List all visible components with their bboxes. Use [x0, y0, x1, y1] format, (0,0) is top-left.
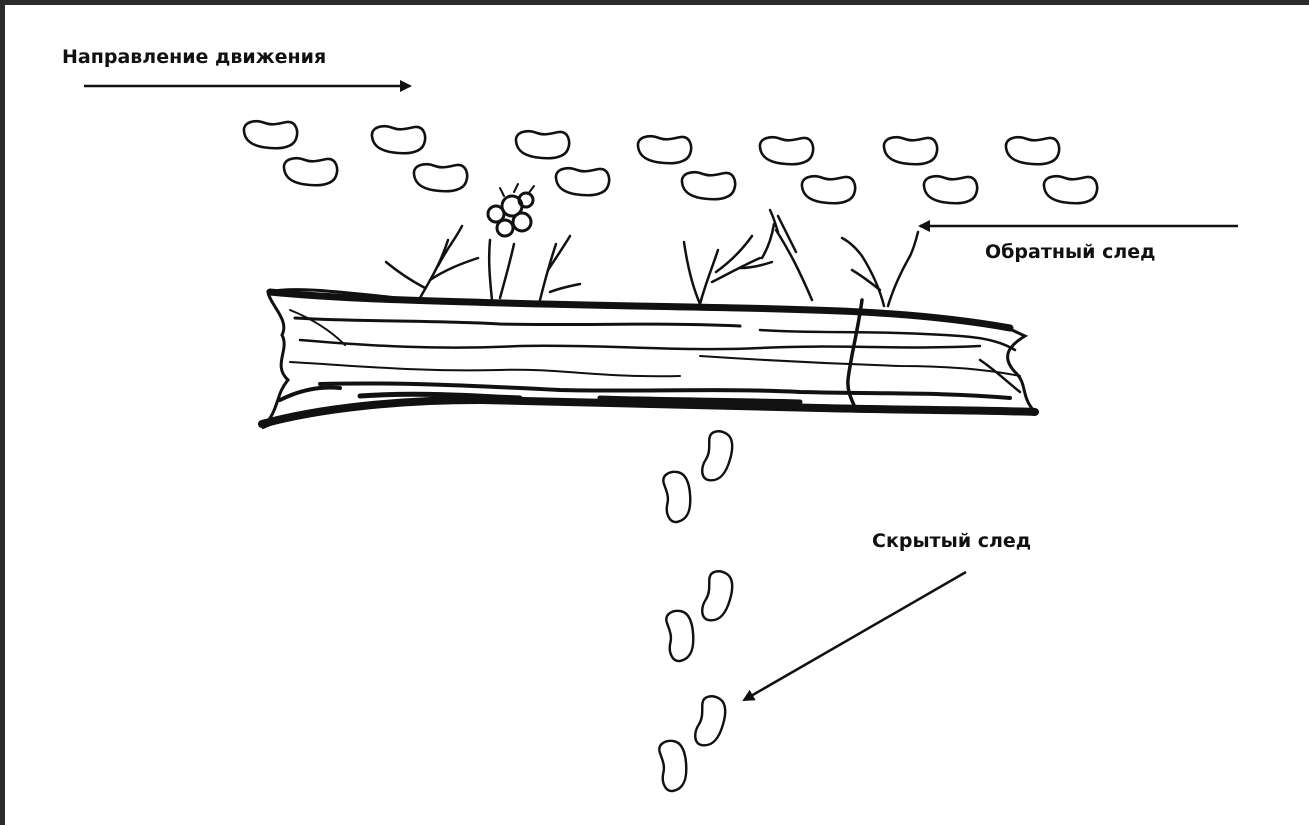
footprint-icon [802, 176, 855, 203]
footprint-icon [682, 172, 735, 199]
footprint-icon [516, 131, 569, 158]
footprint-icon [638, 136, 691, 163]
footprint-icon [662, 470, 694, 523]
footprint-icon [700, 569, 735, 623]
footprint-icon [556, 168, 609, 195]
footprint-icon [372, 126, 425, 153]
footprint-icon [700, 429, 735, 483]
footprint-icon [284, 158, 337, 185]
hidden-footprints [658, 429, 736, 792]
footprint-icon [665, 609, 697, 662]
footprint-icon [414, 164, 467, 191]
footprint-icon [244, 121, 297, 148]
footprint-icon [884, 137, 937, 164]
footprint-icon [1044, 176, 1097, 203]
footprint-icon [693, 694, 728, 748]
footprint-icon [924, 176, 977, 203]
footprint-icon [658, 739, 690, 792]
footprint-row-top [244, 121, 1059, 164]
hidden-trail-arrow [744, 572, 966, 700]
footprint-icon [760, 137, 813, 164]
fallen-log-icon [262, 290, 1035, 428]
footprint-icon [1006, 137, 1059, 164]
footprint-row-bottom [284, 158, 1097, 203]
